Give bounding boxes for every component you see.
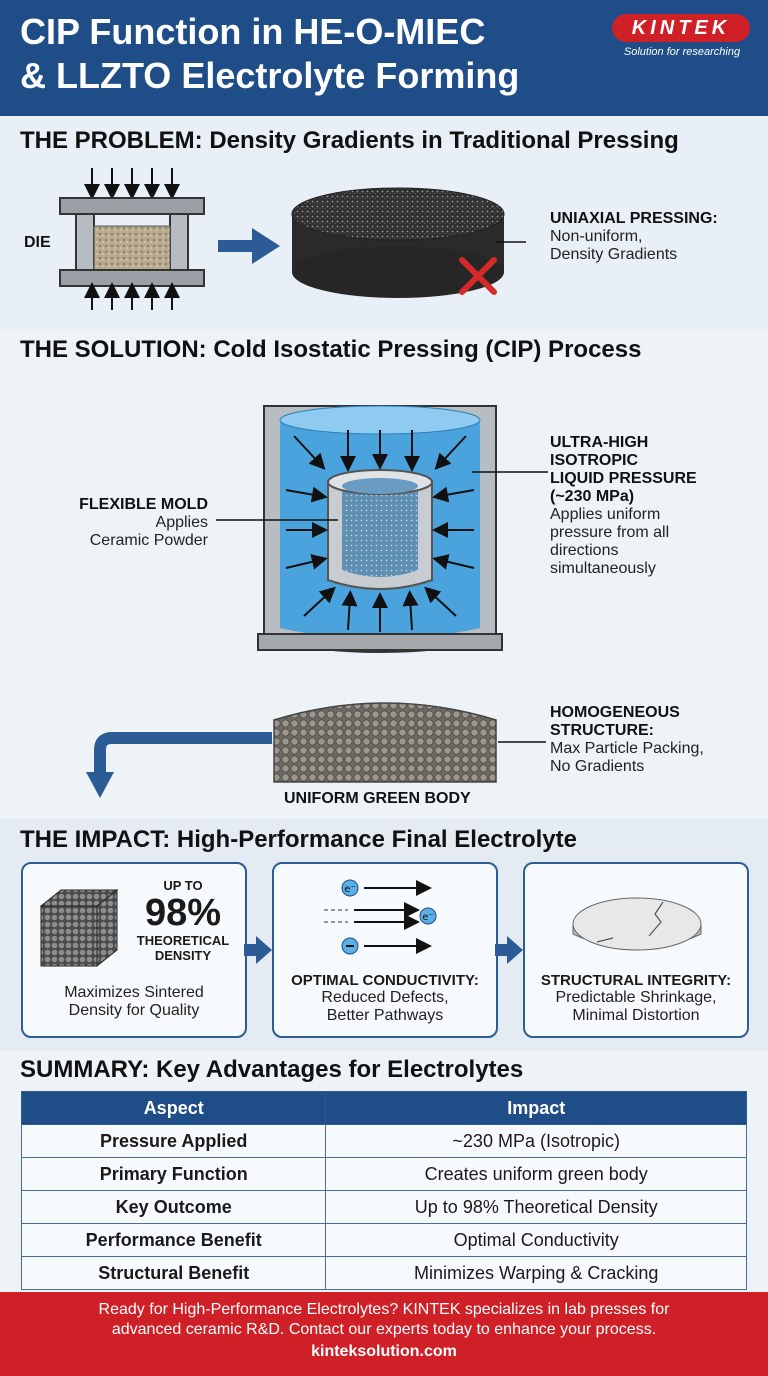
- homog-line-2: No Gradients: [550, 758, 645, 775]
- flexible-mold-line1: Applies: [155, 514, 208, 531]
- callout-lines: [86, 471, 548, 798]
- footer-line-2: advanced ceramic R&D. Contact our expert…: [111, 1321, 657, 1338]
- table-cell-impact: Optimal Conductivity: [325, 1223, 747, 1257]
- pressure-title-2: ISOTROPIC: [550, 452, 639, 469]
- title-line-1: CIP Function in HE-O-MIEC: [20, 11, 486, 52]
- density-sub1: THEORETICAL: [136, 933, 230, 948]
- flexible-mold-title: FLEXIBLE MOLD: [79, 496, 208, 513]
- flexible-mold-line2: Ceramic Powder: [89, 532, 208, 549]
- density-sub2: DENSITY: [154, 948, 212, 963]
- bottom-force-arrows: [84, 282, 180, 310]
- kintek-logo: KINTEK: [612, 14, 750, 42]
- conductivity-desc-2: Better Pathways: [326, 1007, 444, 1024]
- pressure-callout: ULTRA-HIGH ISOTROPIC LIQUID PRESSURE (~2…: [550, 434, 697, 578]
- cip-vessel-illustration: [257, 405, 503, 653]
- pressure-desc-1: Applies uniform: [550, 506, 661, 523]
- summary-header-impact: Impact: [325, 1091, 747, 1125]
- density-desc-2: Density for Quality: [68, 1002, 200, 1019]
- page-title: CIP Function in HE-O-MIEC & LLZTO Electr…: [20, 10, 620, 98]
- top-force-arrows: [84, 168, 180, 200]
- title-line-2: & LLZTO Electrolyte Forming: [20, 55, 520, 96]
- pressure-title-1: ULTRA-HIGH: [550, 434, 649, 451]
- homog-title-1: HOMOGENEOUS: [550, 704, 680, 721]
- uniaxial-press-illustration: [59, 168, 526, 310]
- solution-title: THE SOLUTION: Cold Isostatic Pressing (C…: [20, 336, 642, 363]
- conductivity-desc-1: Reduced Defects,: [321, 989, 449, 1006]
- summary-header-row: Aspect Impact: [20, 1091, 747, 1125]
- homog-line-1: Max Particle Packing,: [550, 740, 704, 757]
- table-cell-aspect: Primary Function: [20, 1157, 327, 1191]
- logo-tagline: Solution for researching: [623, 46, 741, 58]
- impact-card-integrity: STRUCTURAL INTEGRITY: Predictable Shrink…: [523, 862, 749, 1038]
- svg-text:e⁻: e⁻: [344, 884, 355, 895]
- table-cell-impact: ~230 MPa (Isotropic): [325, 1124, 747, 1158]
- pressure-desc-2: pressure from all: [550, 524, 670, 541]
- table-row: Pressure Applied~230 MPa (Isotropic): [20, 1124, 747, 1158]
- pressure-title-4: (~230 MPa): [550, 488, 635, 505]
- green-body-illustration: [273, 702, 497, 783]
- svg-text:e⁻: e⁻: [422, 912, 433, 923]
- density-value: 98%: [144, 892, 222, 934]
- green-body-label: UNIFORM GREEN BODY: [284, 790, 471, 807]
- table-cell-aspect: Performance Benefit: [20, 1223, 327, 1257]
- flexible-mold-callout: FLEXIBLE MOLD Applies Ceramic Powder: [30, 496, 208, 550]
- uniaxial-callout-line2: Density Gradients: [550, 246, 678, 263]
- conductivity-title: OPTIMAL CONDUCTIVITY:: [291, 972, 479, 989]
- table-cell-impact: Minimizes Warping & Cracking: [325, 1256, 747, 1290]
- summary-header-aspect: Aspect: [20, 1091, 327, 1125]
- uniaxial-pellet: [291, 187, 505, 298]
- table-cell-impact: Creates uniform green body: [325, 1157, 747, 1191]
- pressure-desc-4: simultaneously: [550, 560, 656, 577]
- ion-flow-icon: e⁻ e⁻: [324, 879, 437, 955]
- pressure-desc-3: directions: [550, 542, 619, 559]
- problem-title: THE PROBLEM: Density Gradients in Tradit…: [20, 127, 679, 154]
- table-cell-impact: Up to 98% Theoretical Density: [325, 1190, 747, 1224]
- impact-card-conductivity: e⁻ e⁻ OPTIMAL CONDUCTIVITY: Reduced Defe…: [272, 862, 498, 1038]
- die-label: DIE: [24, 234, 51, 251]
- table-cell-aspect: Key Outcome: [20, 1190, 327, 1224]
- impact-title: THE IMPACT: High-Performance Final Elect…: [20, 826, 577, 853]
- integrity-desc-1: Predictable Shrinkage,: [555, 989, 717, 1006]
- table-cell-aspect: Pressure Applied: [20, 1124, 327, 1158]
- homogeneous-callout: HOMOGENEOUS STRUCTURE: Max Particle Pack…: [550, 704, 704, 776]
- integrity-title: STRUCTURAL INTEGRITY:: [540, 972, 732, 989]
- density-upto: UP TO: [163, 878, 203, 893]
- x-cross-icon: [459, 257, 497, 295]
- table-cell-aspect: Structural Benefit: [20, 1256, 327, 1290]
- footer-url-link[interactable]: kinteksolution.com: [311, 1343, 457, 1360]
- uniaxial-callout: UNIAXIAL PRESSING: Non-uniform, Density …: [550, 210, 718, 264]
- process-arrow-right: [218, 228, 280, 264]
- ceramic-disc-icon: [572, 897, 702, 951]
- homog-title-2: STRUCTURE:: [550, 722, 654, 739]
- integrity-desc-2: Minimal Distortion: [572, 1007, 700, 1024]
- footer-line-1: Ready for High-Performance Electrolytes?…: [98, 1301, 670, 1318]
- isotropic-pressure-arrows: [285, 430, 475, 632]
- impact-flow-arrows: [244, 936, 523, 964]
- pressure-title-3: LIQUID PRESSURE: [550, 470, 697, 487]
- dense-cube-icon: [39, 888, 119, 968]
- impact-card-density: UP TO 98% THEORETICAL DENSITY Maximizes …: [21, 862, 247, 1038]
- footer-banner: Ready for High-Performance Electrolytes?…: [0, 1292, 768, 1376]
- density-desc-1: Maximizes Sintered: [64, 984, 204, 1001]
- summary-title: SUMMARY: Key Advantages for Electrolytes: [20, 1056, 524, 1083]
- uniaxial-callout-line1: Non-uniform,: [550, 228, 643, 245]
- summary-table: Aspect Impact Pressure Applied~230 MPa (…: [20, 1091, 747, 1290]
- uniaxial-callout-title: UNIAXIAL PRESSING:: [550, 210, 718, 227]
